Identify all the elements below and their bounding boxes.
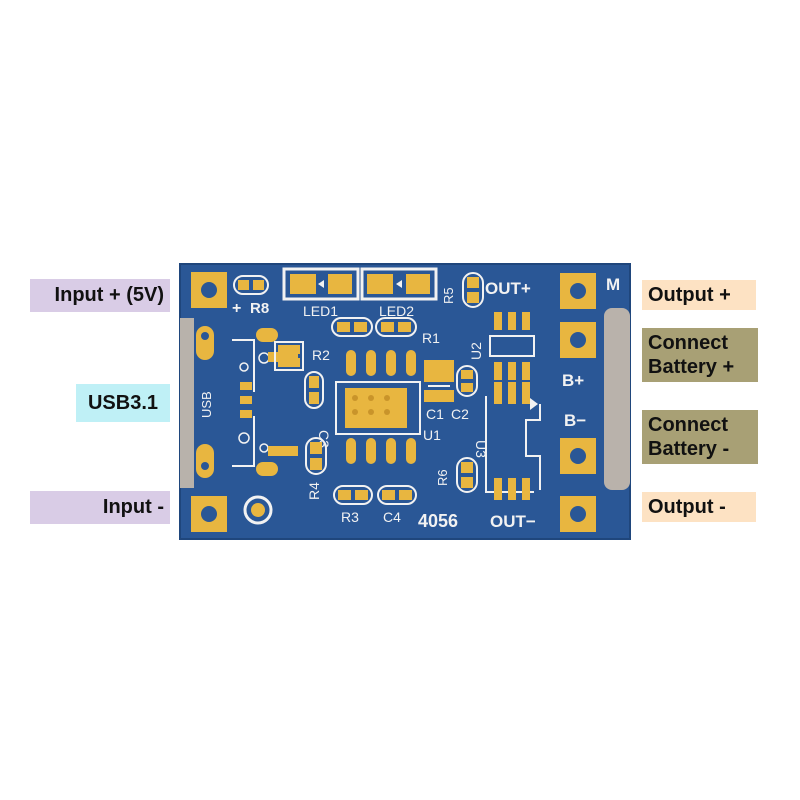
input-minus-pad (191, 496, 227, 532)
usb-label: USB3.1 (76, 384, 170, 422)
r2-footprint (274, 341, 304, 371)
led2-footprint (360, 267, 438, 301)
r5-footprint (462, 272, 484, 308)
r5-silk: R5 (441, 287, 456, 304)
usb-shell (180, 318, 194, 488)
r3-footprint (333, 485, 373, 505)
u3-silk: U3 (473, 440, 489, 458)
connect-battery-plus-line1: Connect (648, 332, 728, 354)
chip-model-silk: 4056 (418, 511, 458, 531)
u1-chip (335, 350, 421, 464)
output-plus-label: Output + (642, 280, 756, 310)
connect-battery-minus-line1: Connect (648, 414, 728, 436)
r6-footprint (456, 457, 478, 493)
led1-footprint (282, 267, 360, 301)
m-silk: M (606, 275, 620, 294)
u2-silk: U2 (468, 342, 484, 360)
u2-footprint (489, 312, 535, 380)
c3-footprint (304, 371, 324, 409)
battery-minus-pad (560, 438, 596, 474)
plus-silk: + (232, 300, 241, 317)
mounting-hole (243, 495, 273, 525)
b-plus-silk: B+ (562, 371, 584, 390)
output-plus-pad (560, 273, 596, 309)
battery-connector-strip (604, 308, 630, 490)
output-minus-label: Output - (642, 492, 756, 522)
b-plus-b-minus-trace (485, 382, 541, 500)
r6-silk: R6 (435, 469, 450, 486)
b-minus-silk: B− (564, 411, 586, 430)
u1-silk: U1 (423, 427, 441, 443)
c1-silk: C1 (426, 406, 444, 422)
battery-plus-pad (560, 322, 596, 358)
r1-silk: R1 (422, 330, 440, 346)
out-plus-silk: OUT+ (485, 279, 531, 298)
connect-battery-plus-line2: Battery + (648, 356, 735, 378)
input-minus-label: Input - (30, 491, 170, 524)
connect-battery-minus-line2: Battery - (648, 438, 730, 460)
input-plus-pad (191, 272, 227, 308)
c2-footprint (456, 365, 478, 397)
r1-footprint (331, 317, 373, 337)
r2-silk: R2 (312, 347, 330, 363)
led2-silk: LED2 (379, 303, 414, 319)
r4-footprint (305, 437, 327, 475)
c2-silk: C2 (451, 406, 469, 422)
usb-connector (196, 326, 298, 478)
c4-silk: C4 (383, 509, 401, 525)
r4-silk: R4 (306, 482, 322, 500)
c1-footprint (424, 360, 454, 402)
output-minus-pad (560, 496, 596, 532)
r8-footprint (233, 275, 269, 295)
led1-silk: LED1 (303, 303, 338, 319)
r1b-footprint (375, 317, 417, 337)
usb-silk: USB (199, 391, 214, 418)
connect-battery-plus-label: Connect Battery + (642, 328, 758, 382)
c4-footprint (377, 485, 417, 505)
r8-silk: R8 (250, 300, 269, 317)
connect-battery-minus-label: Connect Battery - (642, 410, 758, 464)
out-minus-silk: OUT− (490, 512, 536, 531)
r3-silk: R3 (341, 509, 359, 525)
input-plus-label: Input + (5V) (30, 279, 170, 312)
